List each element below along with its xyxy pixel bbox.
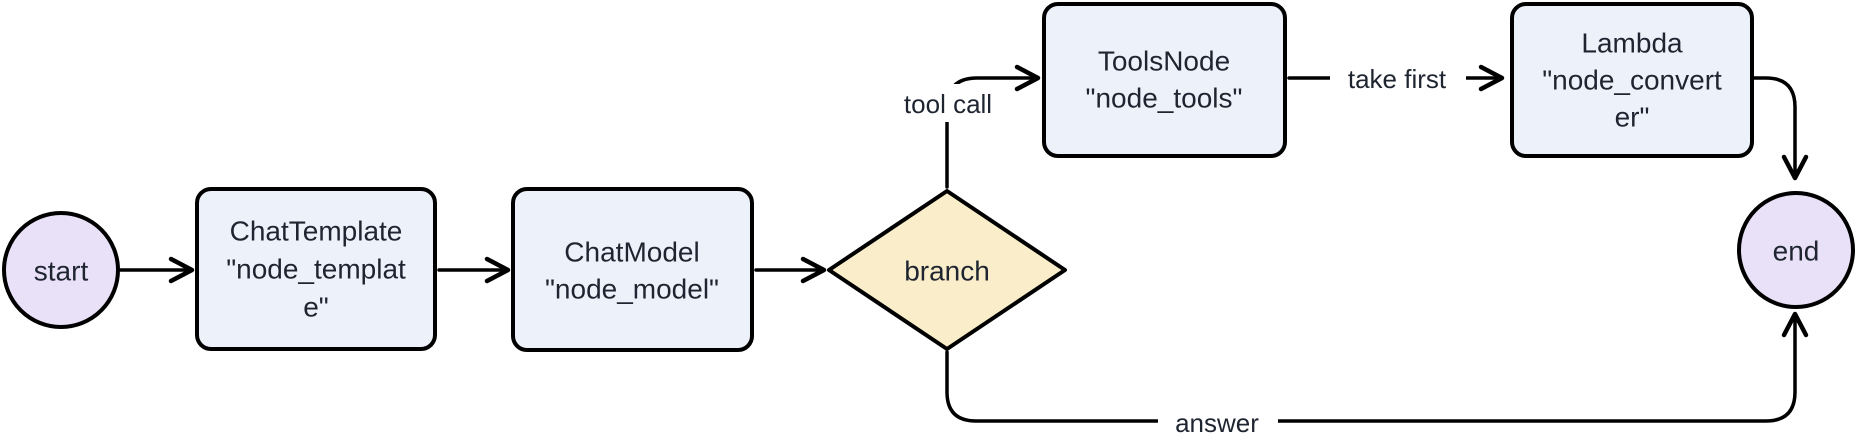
lambda-box xyxy=(1510,2,1754,158)
node-lambda-converter: Lambda "node_convert er" xyxy=(1510,2,1754,158)
node-label-line: "node_templat xyxy=(226,254,406,285)
node-label: end xyxy=(1773,236,1820,267)
node-chat-template: ChatTemplate "node_templat e" xyxy=(195,187,437,351)
edge-node-converter-to-end xyxy=(1752,76,1809,181)
node-label-line: Lambda xyxy=(1581,28,1683,59)
edge-label-layer: tool call take first answer xyxy=(889,59,1466,440)
edge-label-answer: answer xyxy=(1158,403,1278,440)
edge-label-take-first: take first xyxy=(1330,59,1466,97)
node-label-line: "node_model" xyxy=(545,274,719,305)
node-tools: ToolsNode "node_tools" xyxy=(1042,2,1287,158)
node-label-line: ToolsNode xyxy=(1098,46,1230,77)
edge-label-bg xyxy=(1158,403,1278,440)
node-start: start xyxy=(2,211,120,329)
node-label-line: e" xyxy=(303,292,329,323)
node-label-line: ChatTemplate xyxy=(230,216,403,247)
branch-diamond xyxy=(827,189,1067,351)
end-circle xyxy=(1737,191,1855,309)
node-label-line: "node_tools" xyxy=(1086,83,1243,114)
chat-template-box xyxy=(195,187,437,351)
node-label-line: er" xyxy=(1615,102,1650,133)
edge-label-text: tool call xyxy=(904,89,992,119)
chat-model-box xyxy=(511,187,754,352)
node-layer: start ChatTemplate "node_templat e" Chat… xyxy=(2,2,1855,352)
edge-label-bg xyxy=(889,84,1007,122)
node-end: end xyxy=(1737,191,1855,309)
edge-label-bg xyxy=(1330,59,1466,97)
node-label: branch xyxy=(904,256,990,287)
tools-node-box xyxy=(1042,2,1287,158)
start-circle xyxy=(2,211,120,329)
node-branch: branch xyxy=(827,189,1067,351)
node-label: start xyxy=(34,256,89,287)
node-label-line: ChatModel xyxy=(564,237,699,268)
node-chat-model: ChatModel "node_model" xyxy=(511,187,754,352)
edge-label-tool-call: tool call xyxy=(889,84,1007,122)
edge-label-text: take first xyxy=(1348,64,1447,94)
node-label-line: "node_convert xyxy=(1542,65,1722,96)
edge-label-text: answer xyxy=(1175,408,1259,438)
edge-branch-to-end xyxy=(945,311,1809,423)
